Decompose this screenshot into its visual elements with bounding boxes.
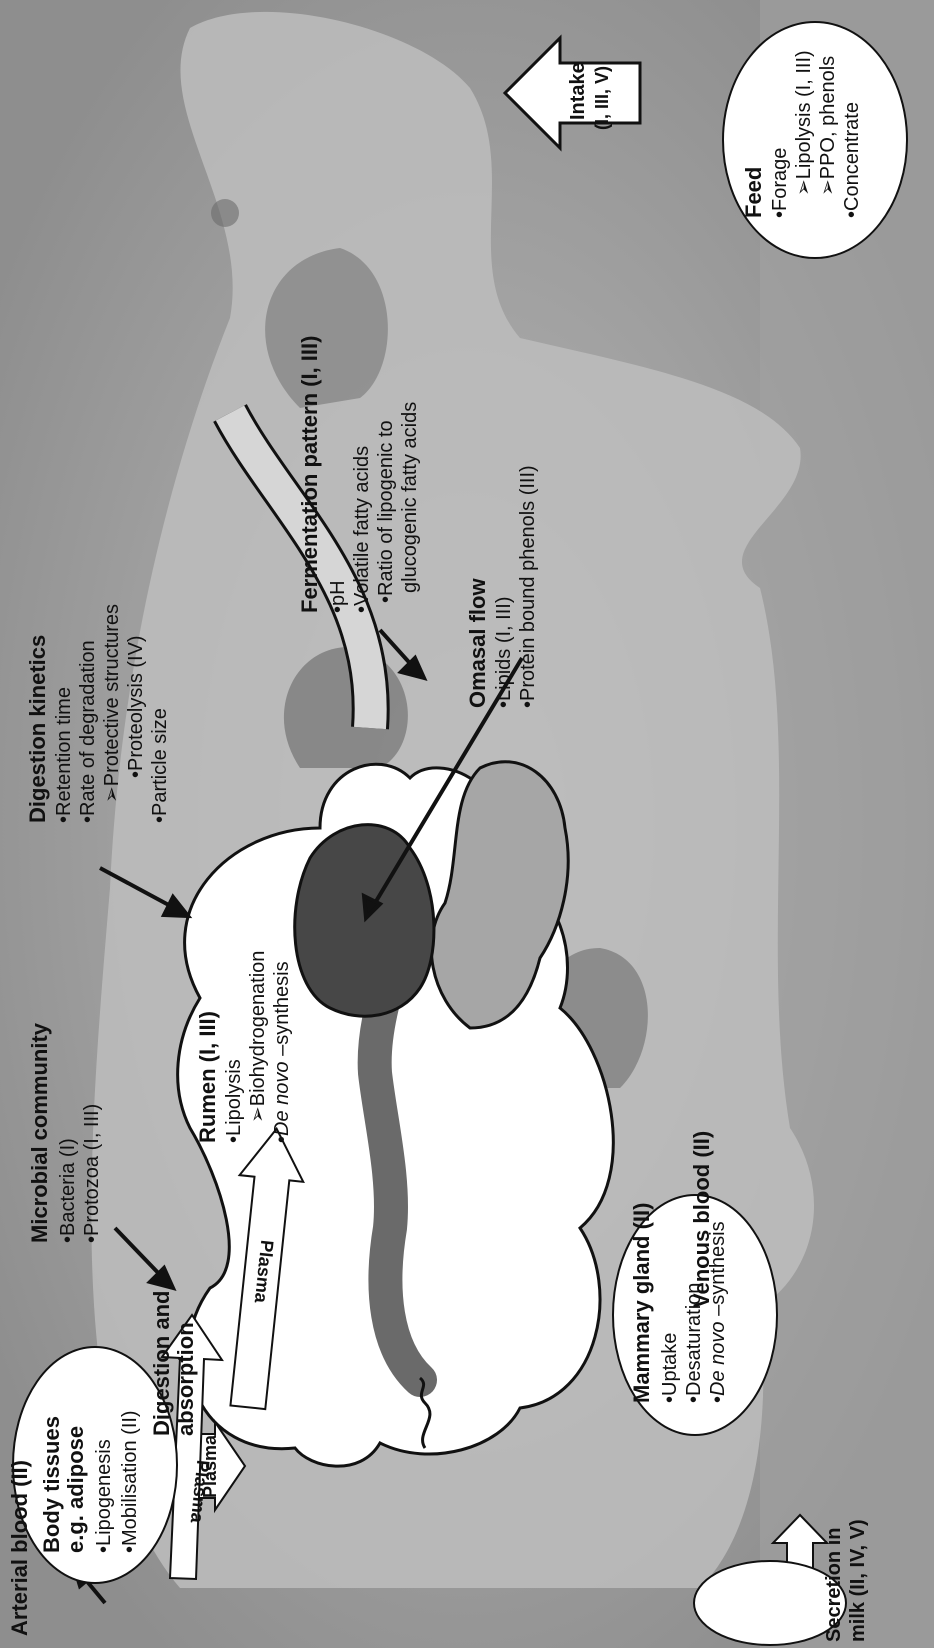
feed-item: ➢PPO, phenols <box>816 56 840 196</box>
secretion-line2: milk (II, IV, V) <box>846 1519 870 1642</box>
digestion-absorption-line1: Digestion and <box>150 1291 174 1436</box>
microbial-title: Microbial community <box>28 1023 52 1243</box>
kinetics-item: •Particle size <box>148 708 172 823</box>
digestion-absorption-line2: absorption <box>174 1322 198 1436</box>
fermentation-item: •Ratio of lipogenic to <box>374 420 398 603</box>
omasal-item: •Protein bound phenols (III) <box>516 465 540 708</box>
microbial-item: •Bacteria (I) <box>56 1138 80 1243</box>
feed-title: Feed <box>742 167 766 218</box>
feed-item: •Concentrate <box>840 102 864 218</box>
secretion-line1: Secretion in <box>822 1528 846 1642</box>
body-tissues-subtitle: e.g. adipose <box>64 1426 88 1553</box>
intake-line2: (I, III, V) <box>590 66 614 130</box>
arterial-blood-label: Arterial blood (II) <box>8 1460 32 1636</box>
kinetics-item: •Retention time <box>52 687 76 823</box>
body-tissues-item: •Mobilisation (II) <box>118 1410 142 1553</box>
rumen-item-lipolysis: •Lipolysis <box>222 1059 246 1143</box>
rumen-title: Rumen (I, III) <box>196 1011 220 1143</box>
rumen-denovo-rest: –synthesis <box>271 961 293 1061</box>
rumen-denovo-italic: De novo <box>271 1061 293 1136</box>
mammary-item-denovo: •De novo –synthesis <box>706 1221 730 1403</box>
kinetics-title: Digestion kinetics <box>26 635 50 823</box>
mammary-denovo-rest: –synthesis <box>707 1221 729 1321</box>
rumen-item-denovo: •De novo –synthesis <box>270 961 294 1143</box>
fermentation-item: glucogenic fatty acids <box>398 402 422 593</box>
kinetics-item: •Proteolysis (IV) <box>124 635 148 778</box>
fermentation-item: •pH <box>326 580 350 613</box>
omasal-item: •Lipids (I, III) <box>492 597 516 708</box>
feed-item: ➢Lipolysis (I, III) <box>792 50 816 196</box>
kinetics-item: ➢Protective structures <box>100 604 124 803</box>
feed-item: •Forage <box>768 148 792 218</box>
mammary-item: •Desaturation <box>682 1283 706 1403</box>
omasal-title: Omasal flow <box>466 578 490 708</box>
body-tissues-item: •Lipogenesis <box>92 1439 116 1553</box>
kinetics-item: •Rate of degradation <box>76 640 100 823</box>
rumen-item-biohydrogenation: ➢Biohydrogenation <box>246 951 270 1123</box>
cow-eye <box>211 199 239 227</box>
intake-line1: Intake <box>566 62 590 120</box>
fermentation-title: Fermentation pattern (I, III) <box>298 336 322 613</box>
mammary-title: Mammary gland (II) <box>630 1203 654 1403</box>
fermentation-item: •Volatile fatty acids <box>350 446 374 613</box>
mammary-item: •Uptake <box>658 1333 682 1403</box>
microbial-item: •Protozoa (I, III) <box>80 1104 104 1243</box>
body-tissues-title: Body tissues <box>40 1416 64 1553</box>
mammary-denovo-italic: De novo <box>707 1321 729 1396</box>
